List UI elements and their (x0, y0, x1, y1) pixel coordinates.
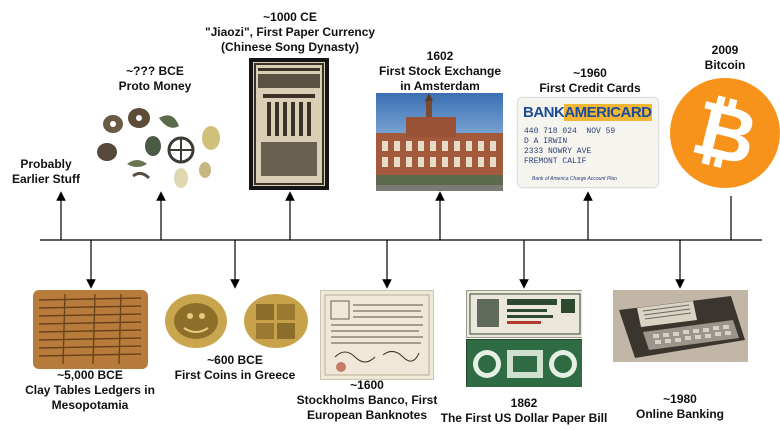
bitcoin-symbol: ₿ (684, 81, 766, 184)
card-expiry: NOV 59 (586, 127, 616, 136)
clay-tablet-image (33, 290, 148, 369)
proto-money-image (93, 104, 225, 196)
card-brand: BANKAMERICARD (523, 104, 652, 121)
stock-exchange-image (376, 93, 503, 191)
stockholm-banknote-image (320, 290, 434, 380)
card-city: FREMONT CALIF (524, 157, 587, 166)
bitcoin-logo: ₿ (670, 78, 780, 188)
card-name: D A IRWIN (524, 137, 568, 146)
card-footer: Bank of America Charge Account Plan (532, 176, 617, 182)
online-banking-terminal-image (613, 290, 748, 362)
jiaozi-image (249, 58, 329, 190)
card-street: 2333 NOWRY AVE (524, 147, 592, 156)
us-dollar-bill-image (466, 290, 582, 387)
card-number: 440 718 024 (524, 127, 577, 136)
greek-coins-image (162, 292, 312, 350)
credit-card-image: BANKAMERICARD 440 718 024 NOV 59 D A IRW… (518, 98, 658, 187)
label-jiaozi: ~1000 CE"Jiaozi", First Paper Currency(C… (204, 10, 376, 54)
